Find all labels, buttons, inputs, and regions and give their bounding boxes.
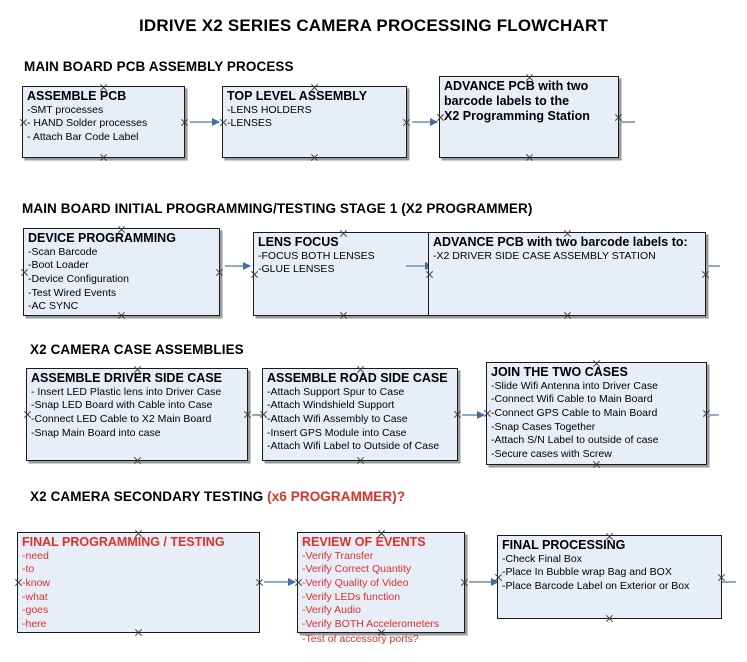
flow-box-line: -Snap Cases Together [491,420,596,433]
flow-box-line: -Check Final Box [502,552,582,565]
flow-box-line: -Attach S/N Label to outside of case [491,434,659,447]
flow-box-line: -X2 DRIVER SIDE CASE ASSEMBLY STATION [433,249,656,262]
flow-box-assemble-road-side-case[interactable]: ASSEMBLE ROAD SIDE CASE -Attach Support … [262,368,458,461]
flow-box-lens-focus[interactable]: LENS FOCUS -FOCUS BOTH LENSES -GLUE LENS… [253,232,433,316]
flow-box-overflow-line: -Test of accessory ports? [302,633,419,645]
page-title: IDRIVE X2 SERIES CAMERA PROCESSING FLOWC… [138,16,609,35]
flow-box-line: -Verify Audio [302,604,361,617]
flow-box-line: -Attach Wifi Label to Outside of Case [267,440,440,453]
flow-box-line: -Snap LED Board with Cable into Case [31,399,213,412]
flow-box-top-level-assembly[interactable]: TOP LEVEL ASSEMBLY -LENS HOLDERS -LENSES [222,86,407,158]
flow-box-line: -LENSES [227,117,272,130]
flow-box-line: -need [22,549,49,562]
flow-box-review-of-events[interactable]: REVIEW OF EVENTS -Verify Transfer -Verif… [297,532,465,645]
flow-box-line: -Device Configuration [28,273,129,286]
section-heading-1-text: MAIN BOARD PCB ASSEMBLY PROCESS [24,59,294,74]
flow-box-line: -Connect Wifi Cable to Main Board [491,393,653,406]
flow-box-line: -SMT processes [27,103,104,116]
flow-box-line: -GLUE LENSES [258,263,335,276]
connection-handle-bottom[interactable] [99,153,108,162]
flow-box-title: ASSEMBLE ROAD SIDE CASE [267,371,448,385]
connection-handle-bottom[interactable] [356,456,365,465]
flow-box-assemble-pcb[interactable]: ASSEMBLE PCB -SMT processes - HAND Solde… [22,86,185,158]
flow-box-line: -Scan Barcode [28,245,98,258]
section-heading-1: MAIN BOARD PCB ASSEMBLY PROCESS [24,59,294,74]
flow-box-title: TOP LEVEL ASSEMBLY [227,89,368,103]
flow-box-title: FINAL PROCESSING [502,538,626,552]
flow-box-line: -Verify BOTH Accelerometers [302,617,440,630]
flow-box-line: -LENS HOLDERS [227,103,312,116]
flow-box-line: - Attach Bar Code Label [27,131,139,144]
flow-box-title: LENS FOCUS [258,235,339,249]
arrow-pcb-to-top-level [190,117,220,126]
flow-box-join-the-two-cases[interactable]: JOIN THE TWO CASES -Slide Wifi Antenna i… [486,362,707,465]
flow-box-line: -to [22,563,35,576]
flow-box-line: -Place Barcode Label on Exterior or Box [502,580,690,593]
flow-box-line: -Connect GPS Cable to Main Board [491,407,658,420]
flow-box-line: -here [22,617,47,630]
flow-box-device-programming[interactable]: DEVICE PROGRAMMING -Scan Barcode -Boot L… [23,228,220,316]
flow-box-line: -Verify Quality of Video [302,577,409,590]
flow-box-title: REVIEW OF EVENTS [302,535,426,549]
flow-box-line: -Attach Wifi Assembly to Case [267,413,408,426]
connection-handle-bottom[interactable] [563,311,572,320]
flow-box-assemble-driver-side-case[interactable]: ASSEMBLE DRIVER SIDE CASE - Insert LED P… [26,368,248,461]
flow-box-line: -Verify Transfer [302,549,374,562]
connection-handle-bottom[interactable] [339,311,348,320]
flow-box-line: - HAND Solder processes [27,117,148,130]
flow-box-final-processing[interactable]: FINAL PROCESSING -Check Final Box -Place… [497,535,722,619]
section-heading-4-accent: (x6 PROGRAMMER)? [267,489,406,504]
flow-box-line: -Verify Correct Quantity [302,563,412,576]
connection-handle-right[interactable] [701,270,710,279]
section-heading-4: X2 CAMERA SECONDARY TESTING (x6 PROGRAMM… [30,489,405,504]
arrow-stub-row1 [619,121,635,123]
arrow-top-level-to-advance [412,117,438,126]
flow-box-title: FINAL PROGRAMMING / TESTING [22,535,225,549]
flow-box-advance-pcb-programming-station[interactable]: ADVANCE PCB with two barcode labels to t… [439,76,619,158]
flow-box-line: -FOCUS BOTH LENSES [258,249,375,262]
flow-box-advance-pcb-driver-side[interactable]: ADVANCE PCB with two barcode labels to: … [428,232,706,316]
flow-box-line: -AC SYNC [28,300,79,313]
flow-box-title: DEVICE PROGRAMMING [28,231,176,245]
section-heading-2-text: MAIN BOARD INITIAL PROGRAMMING/TESTING S… [22,201,533,216]
arrow-road-case-to-join-cases [462,410,485,419]
section-heading-4-text: X2 CAMERA SECONDARY TESTING [30,489,268,504]
flow-box-line: -Insert GPS Module into Case [267,426,407,439]
flow-box-line: -Place In Bubble wrap Bag and BOX [502,566,672,579]
flow-box-title: ADVANCE PCB with two barcode labels to: [433,235,688,249]
flow-box-line: -Test Wired Events [28,286,117,299]
flow-box-line: -Verify LEDs function [302,590,401,603]
arrow-device-prog-to-lens-focus [225,261,251,270]
flow-box-line: -Slide Wifi Antenna into Driver Case [491,379,658,392]
flow-box-title: JOIN THE TWO CASES [491,365,628,379]
section-heading-3: X2 CAMERA CASE ASSEMBLIES [30,342,244,357]
connection-handle-bottom[interactable] [525,153,534,162]
flow-box-title-line3: X2 Programming Station [444,108,590,123]
arrow-review-to-final-processing [469,577,499,586]
flow-box-title: ADVANCE PCB with two [444,79,589,93]
flow-box-title: ASSEMBLE DRIVER SIDE CASE [31,371,223,385]
section-heading-2: MAIN BOARD INITIAL PROGRAMMING/TESTING S… [22,201,532,216]
flow-box-line: -know [22,577,51,590]
flow-box-line: -Attach Windshield Support [267,399,395,412]
arrow-stub-row4 [722,581,736,583]
connection-handle-bottom[interactable] [310,153,319,162]
arrow-final-prog-to-review [264,577,296,586]
flow-box-title: ASSEMBLE PCB [27,89,127,103]
connection-handle-bottom[interactable] [605,614,614,623]
flow-box-final-programming-testing[interactable]: FINAL PROGRAMMING / TESTING -need -to -k… [17,532,260,633]
section-heading-3-text: X2 CAMERA CASE ASSEMBLIES [30,342,244,357]
flow-box-title-line2: barcode labels to the [444,93,570,108]
flow-box-line: -Snap Main Board into case [31,426,161,439]
flow-box-line: -goes [22,604,49,617]
flow-box-line: - Insert LED Plastic lens into Driver Ca… [31,385,222,398]
flow-box-line: -Boot Loader [28,259,89,272]
flow-box-line: -what [22,590,48,603]
flow-box-line: -Connect LED Cable to X2 Main Board [31,413,212,426]
arrow-stub-row3 [707,414,719,416]
flow-box-line: -Attach Support Spur to Case [267,385,405,398]
flow-box-line: -Secure cases with Screw [491,447,612,460]
arrow-stub-row2 [706,265,720,267]
connection-handle-bottom[interactable] [133,456,142,465]
